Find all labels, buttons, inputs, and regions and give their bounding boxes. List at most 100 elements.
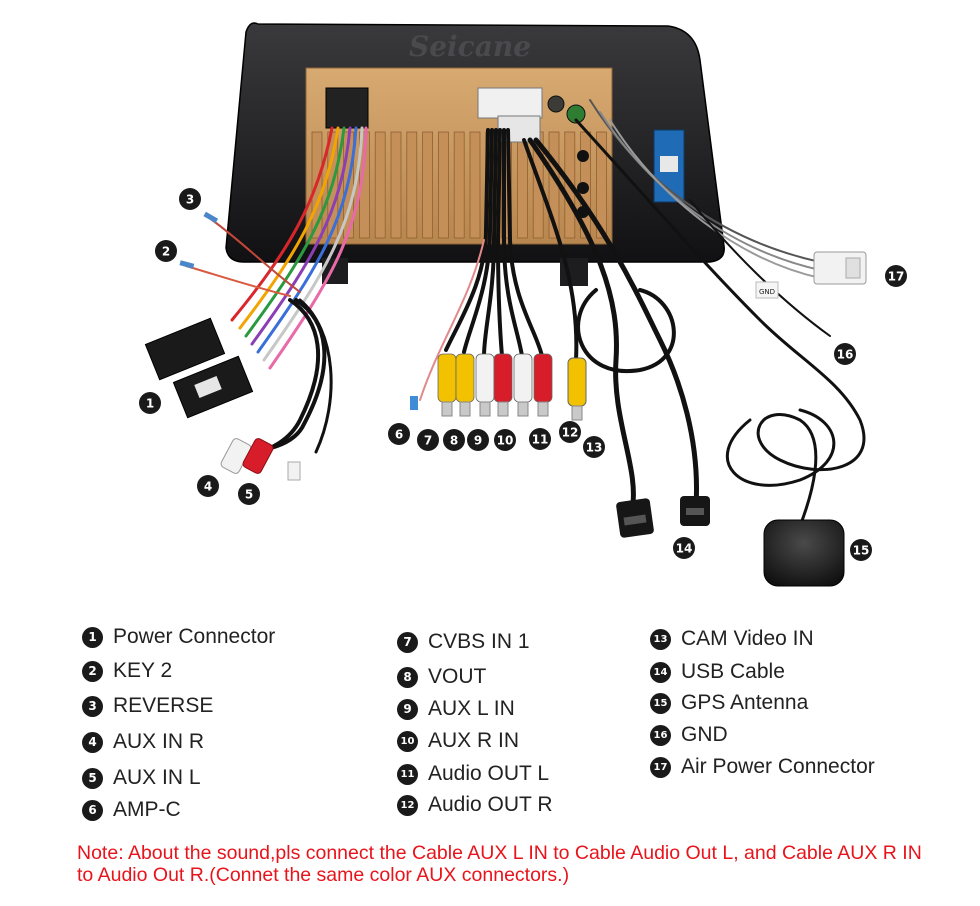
legend-number: 1 (82, 626, 103, 648)
legend-number: 3 (82, 695, 103, 717)
rca-plug-tip (497, 401, 509, 417)
wiring-diagram: Seicane (139, 22, 907, 587)
heat-sink-fin (437, 131, 449, 239)
gnd-tag: GND (755, 281, 779, 299)
wire (262, 126, 364, 362)
wire (230, 126, 334, 322)
legend-number: 16 (650, 724, 671, 746)
wire-usb (527, 137, 636, 513)
callout-number: 11 (532, 432, 549, 446)
heat-sink-fin (469, 131, 481, 239)
legend-number: 9 (397, 698, 418, 720)
rca-plug (493, 353, 513, 403)
callout-circle (673, 537, 695, 559)
sound-note: Note: About the sound,pls connect the Ca… (77, 842, 922, 886)
gps-antenna (763, 519, 845, 587)
cam-video-plug-tip (571, 405, 583, 421)
callout-badge-15: 15 (850, 539, 872, 561)
wire-usb-loop (576, 288, 676, 374)
callout-badge-16: 16 (834, 343, 856, 365)
legend-item-12: 12 Audio OUT R (397, 792, 553, 818)
callout-badge-8: 8 (443, 429, 465, 451)
power-plug (144, 317, 226, 381)
legend-number: 15 (650, 692, 671, 714)
rca-plug-tip (479, 401, 491, 417)
legend-item-4: 4 AUX IN R (82, 729, 204, 755)
amp-c-tip (410, 396, 418, 410)
callout-circle (494, 429, 516, 451)
wire-rca (495, 128, 504, 358)
callout-circle (834, 343, 856, 365)
legend-number: 12 (397, 794, 418, 816)
callout-number: 14 (676, 541, 693, 555)
wire (256, 126, 358, 354)
port-4 (577, 182, 589, 194)
legend-label: AUX L IN (428, 697, 515, 720)
rca-plug (513, 353, 533, 403)
legend-label: REVERSE (113, 694, 214, 717)
port-3 (577, 150, 589, 162)
usb-plug-b-port (686, 508, 704, 515)
legend-number: 4 (82, 731, 103, 753)
legend-label: Air Power Connector (681, 755, 875, 778)
callout-number: 13 (586, 440, 603, 454)
legend-number: 6 (82, 799, 103, 821)
wire-amp (298, 298, 333, 454)
brand-logo: Seicane (409, 30, 531, 63)
wiring (185, 99, 866, 528)
wire-reverse (211, 219, 301, 293)
legend-label: AUX IN R (113, 730, 205, 753)
callout-number: 10 (497, 433, 514, 447)
wire-rca (502, 128, 524, 358)
wire (250, 126, 352, 346)
wire-rca (506, 128, 544, 358)
wire-rca (444, 128, 490, 352)
callout-circle (417, 429, 439, 451)
rca-plug-tip (517, 401, 529, 417)
rca-plug-tip (459, 401, 471, 417)
rca-plug-tip (441, 401, 453, 417)
legend-item-13: 13 CAM Video IN (650, 626, 814, 652)
callout-circle (155, 240, 177, 262)
callout-circle (559, 421, 581, 443)
callout-badge-9: 9 (467, 429, 489, 451)
aux-in-l-plug (242, 438, 274, 474)
callout-number: 8 (450, 433, 458, 447)
legend-label: Audio OUT R (428, 793, 553, 816)
callout-number: 16 (837, 347, 854, 361)
legend-number: 14 (650, 661, 671, 683)
wire-cam (522, 138, 579, 362)
cam-video-plug (567, 357, 587, 407)
gnd-tag-label (755, 281, 779, 299)
air-power-connector (813, 251, 867, 285)
aux-in-plugs (220, 438, 301, 481)
legend-number: 13 (650, 628, 671, 650)
rca-plug (533, 353, 553, 403)
reverse-wire-tip (203, 211, 219, 224)
wire-gps (574, 118, 866, 528)
callout-badge-5: 5 (238, 483, 260, 505)
callout-number: 12 (562, 425, 579, 439)
gnd-tag-text: GND (759, 288, 775, 296)
callout-circle (443, 429, 465, 451)
amp-c-plug (287, 461, 301, 481)
heat-sink-fin (453, 131, 465, 239)
wire-gnd (689, 199, 831, 337)
callout-circle (388, 423, 410, 445)
legend-label: CAM Video IN (681, 627, 814, 650)
heat-sink-fin (390, 131, 402, 239)
wire-usb (533, 137, 699, 509)
callout-number: 9 (474, 433, 482, 447)
callout-number: 15 (853, 543, 870, 557)
wire-air (589, 99, 821, 263)
head-unit: Seicane (225, 22, 725, 286)
rca-plug (437, 353, 457, 403)
wire-air (599, 111, 821, 271)
callout-badge-12: 12 (559, 421, 581, 443)
heat-sink-fin (596, 131, 607, 239)
